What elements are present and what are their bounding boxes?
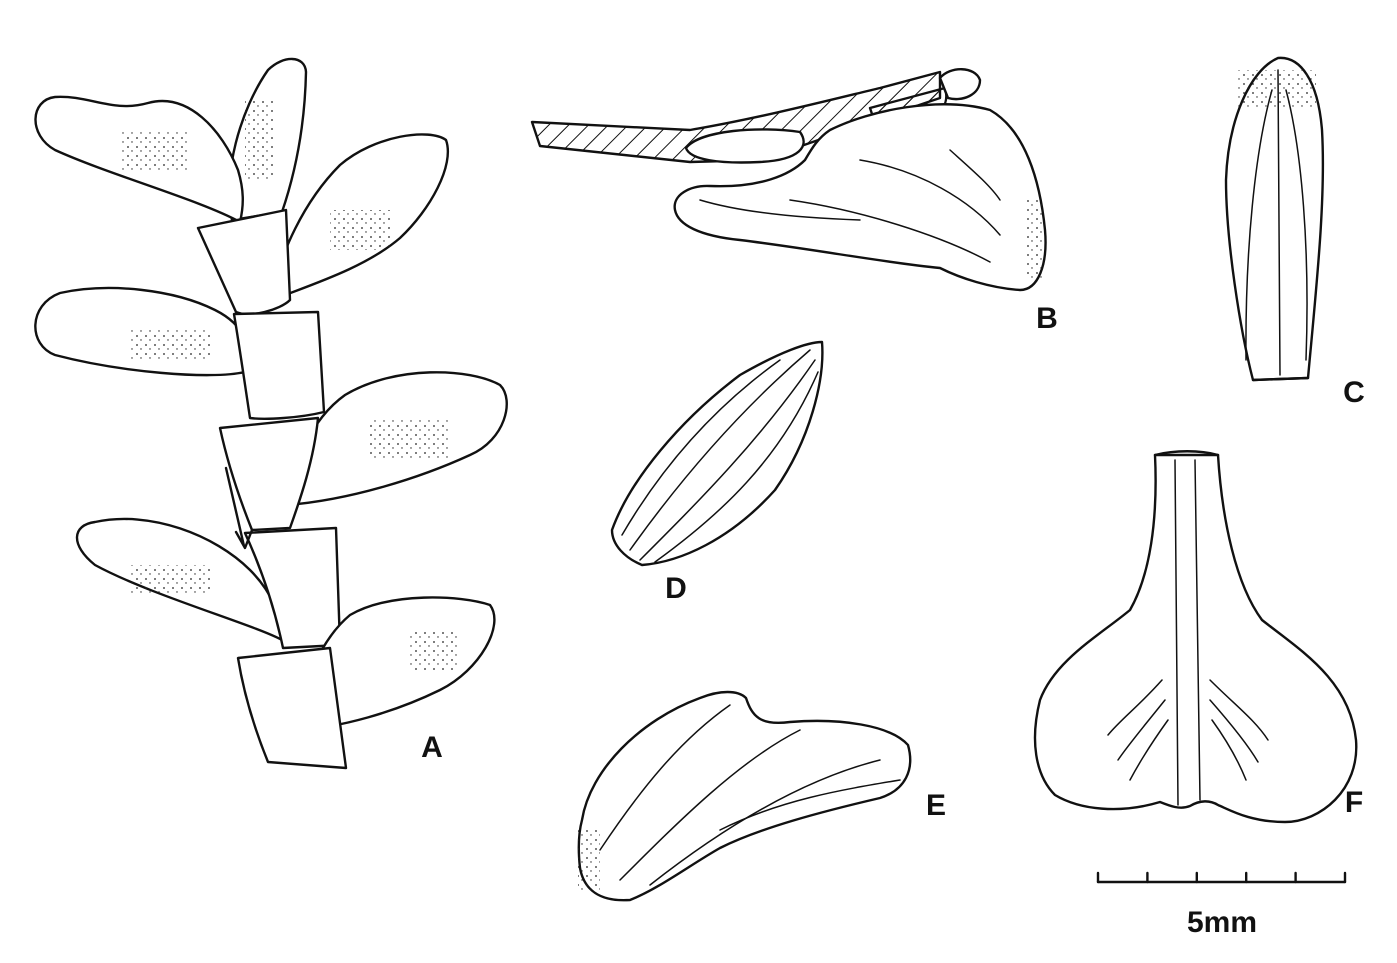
figure-b-anther: [938, 68, 982, 101]
figure-b-stipple: [1025, 200, 1045, 280]
figure-e-stipple: [578, 830, 600, 890]
scale-bar: 5mm: [1096, 871, 1347, 939]
figure-a-stipple: [130, 330, 210, 360]
figure-b-lip: [673, 103, 1047, 292]
figure-c-outline: [1224, 56, 1325, 382]
figure-a-stipple: [370, 420, 450, 460]
figure-a-stem-segment: [196, 208, 292, 316]
figure-f-outline: [1033, 453, 1358, 824]
figure-a-stem-segment: [236, 646, 348, 770]
figure-d-outline: [610, 340, 824, 567]
figure-a-stipple: [330, 210, 390, 250]
figure-a-stipple: [410, 630, 460, 670]
figure-e-label: E: [926, 789, 946, 822]
figure-a-stem-segment: [243, 526, 342, 650]
figure-c-label: C: [1343, 376, 1365, 409]
scale-bar-ticks: [1096, 871, 1347, 884]
figure-a-stem: A: [34, 57, 508, 770]
figure-a-stem-segment: [232, 310, 326, 420]
figure-a-stipple: [245, 100, 275, 180]
figure-b-petal: [684, 128, 805, 164]
figure-c-sepal: C: [1224, 56, 1365, 409]
figure-b-side-view: B: [530, 68, 1058, 335]
figure-e-outline: [577, 690, 912, 902]
figure-a-stipple: [130, 565, 210, 595]
scale-bar-label: 5mm: [1187, 906, 1257, 939]
figure-a-stem-segment: [218, 416, 320, 532]
figure-f-label: F: [1345, 786, 1363, 819]
figure-f-lip: F: [1033, 450, 1363, 824]
figure-e-sepal: E: [577, 690, 946, 902]
figure-a-label: A: [421, 731, 443, 764]
figure-d-petal: D: [610, 340, 824, 605]
figure-a-stipple: [120, 130, 190, 170]
figure-a-arrow-icon: [224, 466, 254, 550]
figure-c-stipple: [1236, 70, 1316, 110]
figure-b-label: B: [1036, 302, 1058, 335]
figure-d-label: D: [665, 572, 687, 605]
